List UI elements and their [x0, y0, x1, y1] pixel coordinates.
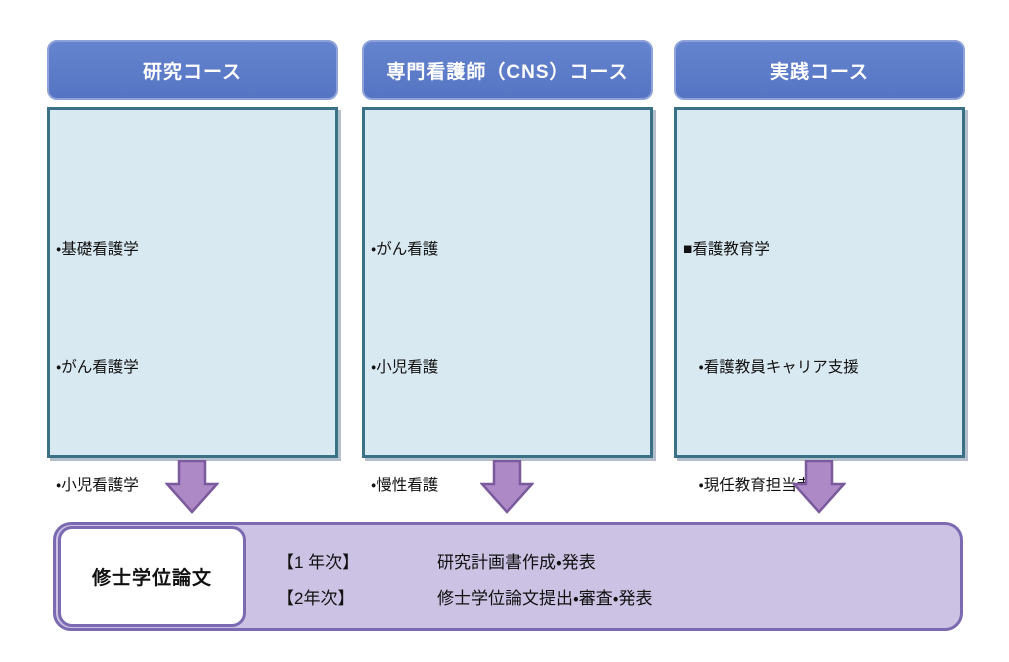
- cns-course-header: 専門看護師（CNS）コース: [362, 40, 653, 100]
- thesis-year-label: 【1 年次】: [277, 552, 360, 572]
- thesis-schedule-row: 【1 年次】 研究計画書作成・発表: [277, 542, 653, 578]
- column-research-course: 研究コース ・基礎看護学 ・がん看護学 ・小児看護学 ・成人看護学 （慢性・クリ…: [47, 40, 338, 612]
- column-cns-course: 専門看護師（CNS）コース ・がん看護 ・小児看護 ・慢性看護 ・クリティカルケ…: [362, 40, 653, 612]
- practice-course-header: 実践コース: [674, 40, 965, 100]
- course-item: ・現任教育担当者: [683, 477, 813, 494]
- course-item: ■看護教育学: [683, 241, 770, 258]
- course-item: ・慢性看護: [371, 477, 439, 494]
- course-item: ・がん看護学: [56, 359, 139, 376]
- column-practice-course: 実践コース ■看護教育学 ・看護教員キャリア支援 ・現任教育担当者 キャリア支援…: [674, 40, 965, 612]
- thesis-schedule-row: 【2年次】 修士学位論文提出・審査・発表: [277, 578, 653, 614]
- masters-thesis-box: 修士学位論文 【1 年次】 研究計画書作成・発表 【2年次】 修士学位論文提出・…: [53, 522, 963, 631]
- down-arrow-icon: [165, 460, 219, 514]
- thesis-label-box: 修士学位論文: [58, 526, 246, 627]
- thesis-year-description: 研究計画書作成・発表: [437, 552, 596, 572]
- practice-course-item-list: ■看護教育学 ・看護教員キャリア支援 ・現任教育担当者 キャリア支援 ■看護管理…: [674, 107, 965, 612]
- thesis-label: 修士学位論文: [91, 568, 212, 589]
- thesis-year-description: 修士学位論文提出・審査・発表: [437, 588, 653, 608]
- down-arrow-icon: [792, 460, 846, 514]
- down-arrow-icon: [480, 460, 534, 514]
- course-item: ・小児看護学: [56, 477, 139, 494]
- cns-course-item-list: ・がん看護 ・小児看護 ・慢性看護 ・クリティカルケア看護 ・老年看護 ・精神看…: [362, 107, 653, 612]
- course-item: ・がん看護: [371, 241, 439, 258]
- course-item: ・小児看護: [371, 359, 439, 376]
- research-course-header: 研究コース: [47, 40, 338, 100]
- course-item: ・基礎看護学: [56, 241, 139, 258]
- thesis-year-label: 【2年次】: [277, 588, 355, 608]
- course-item: ・看護教員キャリア支援: [683, 359, 859, 376]
- thesis-schedule-list: 【1 年次】 研究計画書作成・発表 【2年次】 修士学位論文提出・審査・発表: [277, 542, 653, 614]
- research-course-item-list: ・基礎看護学 ・がん看護学 ・小児看護学 ・成人看護学 （慢性・クリティカルケア…: [47, 107, 338, 612]
